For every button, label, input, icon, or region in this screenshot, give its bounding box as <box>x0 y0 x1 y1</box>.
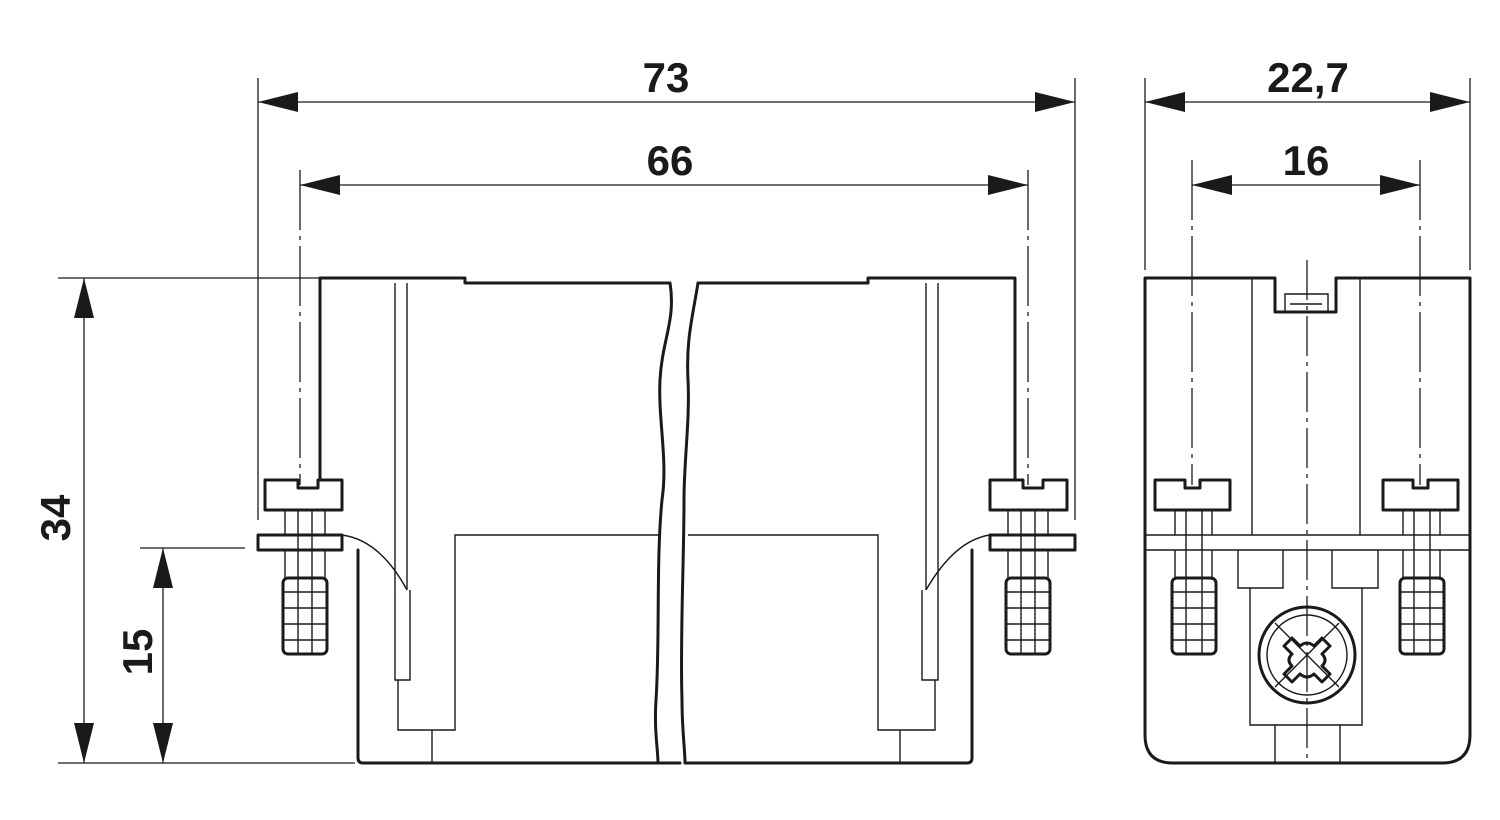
side-view <box>1143 160 1472 765</box>
dimension-16: 16 <box>1192 137 1420 195</box>
dimension-73-label: 73 <box>643 54 690 101</box>
side-view-center-screw <box>1257 605 1357 705</box>
dimension-15: 15 <box>114 547 245 763</box>
dimension-22-7-label: 22,7 <box>1267 54 1349 101</box>
front-inner-left <box>341 283 660 763</box>
dimension-66-label: 66 <box>647 137 694 184</box>
front-screw-right <box>988 478 1069 656</box>
front-view-left-outline <box>256 276 682 765</box>
dimension-66: 66 <box>300 137 1028 195</box>
front-inner-right <box>688 283 991 763</box>
dimension-34-label: 34 <box>32 494 79 541</box>
side-view-outline <box>1143 276 1472 765</box>
front-screw-left <box>263 478 344 656</box>
front-view-right-outline <box>683 276 1077 765</box>
dimension-16-label: 16 <box>1283 137 1330 184</box>
side-screw-left <box>1153 478 1232 656</box>
dimension-73: 73 <box>257 54 1076 520</box>
break-line-left <box>653 281 673 765</box>
break-line-right <box>679 281 700 765</box>
front-view <box>256 170 1077 765</box>
dimension-15-label: 15 <box>114 629 161 676</box>
dimension-34: 34 <box>32 277 355 764</box>
side-screw-right <box>1381 478 1460 656</box>
dimension-22-7: 22,7 <box>1144 54 1471 270</box>
